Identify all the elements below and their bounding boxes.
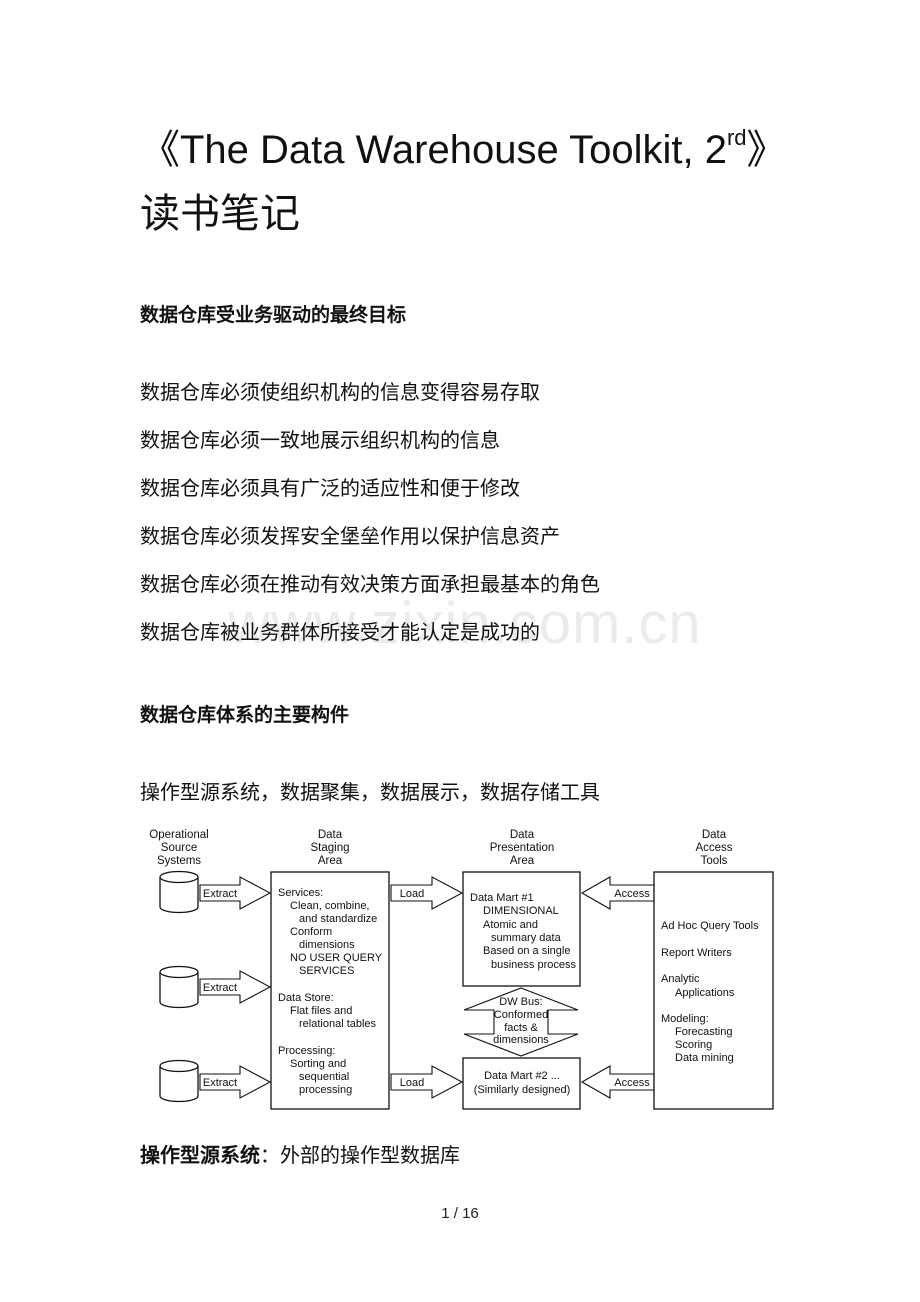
goal-item: 数据仓库必须发挥安全堡垒作用以保护信息资产	[140, 524, 560, 548]
staging-line: and standardize	[299, 913, 377, 925]
mart1-line: Atomic and	[483, 919, 538, 931]
section-heading-components: 数据仓库体系的主要构件	[140, 704, 350, 726]
staging-line: NO USER QUERY	[290, 952, 383, 964]
staging-line: SERVICES	[299, 965, 354, 977]
staging-line: Clean, combine,	[290, 900, 370, 912]
bus-line: Conformed	[494, 1009, 548, 1021]
header-source-3: Systems	[157, 855, 201, 867]
title-main: 《The Data Warehouse Toolkit, 2	[140, 128, 727, 172]
title-tail: 》读书笔记	[140, 128, 787, 236]
definition-colon: ：	[260, 1143, 280, 1167]
header-staging-1: Data	[318, 829, 343, 841]
header-source-2: Source	[161, 842, 197, 854]
data-mart-1-box	[462, 871, 581, 987]
section-heading-goals: 数据仓库受业务驱动的最终目标	[140, 304, 407, 326]
mart1-line: summary data	[491, 932, 562, 944]
extract-label: Extract	[203, 982, 237, 994]
title-superscript: rd	[726, 125, 747, 150]
extract-arrow: Extract	[199, 970, 272, 1004]
header-source-1: Operational	[149, 829, 208, 841]
architecture-diagram: Operational Source Systems Data Staging …	[149, 829, 774, 1110]
mart1-line: DIMENSIONAL	[483, 905, 559, 917]
goal-item: 数据仓库必须一致地展示组织机构的信息	[140, 428, 500, 452]
header-staging-2: Staging	[310, 842, 349, 854]
staging-line: Processing:	[278, 1045, 335, 1057]
tools-line: Report Writers	[661, 947, 732, 959]
staging-line: sequential	[299, 1071, 349, 1083]
access-label: Access	[614, 1077, 650, 1089]
staging-line: Flat files and	[290, 1005, 352, 1017]
total-pages: 16	[462, 1205, 479, 1222]
definition-line: 操作型源系统：外部的操作型数据库	[140, 1139, 460, 1168]
mart1-line: Based on a single	[483, 945, 570, 957]
bus-line: dimensions	[493, 1034, 549, 1046]
staging-line: Data Store:	[278, 992, 334, 1004]
header-presentation-1: Data	[510, 829, 535, 841]
definition-term: 操作型源系统	[140, 1143, 260, 1167]
dw-bus-arrow: DW Bus: Conformed facts & dimensions	[463, 987, 579, 1057]
staging-line: relational tables	[299, 1018, 377, 1030]
page-separator: /	[449, 1205, 463, 1222]
staging-line: Services:	[278, 887, 323, 899]
header-tools-3: Tools	[701, 855, 728, 867]
tools-line: Applications	[675, 987, 735, 999]
mart2-line: (Similarly designed)	[474, 1084, 571, 1096]
extract-label: Extract	[203, 888, 237, 900]
extract-arrow: Extract	[199, 876, 272, 910]
goal-item: 数据仓库必须使组织机构的信息变得容易存取	[140, 380, 540, 404]
extract-arrow: Extract	[199, 1065, 272, 1099]
goal-item: 数据仓库被业务群体所接受才能认定是成功的	[140, 620, 540, 644]
goal-item: 数据仓库必须在推动有效决策方面承担最基本的角色	[140, 572, 600, 596]
access-arrow: Access	[580, 876, 655, 910]
database-icon	[159, 870, 199, 914]
header-tools-1: Data	[702, 829, 727, 841]
tools-line: Ad Hoc Query Tools	[661, 920, 759, 932]
header-presentation-2: Presentation	[490, 842, 555, 854]
bus-line: facts &	[504, 1022, 538, 1034]
components-line: 操作型源系统，数据聚集，数据展示，数据存储工具	[140, 780, 600, 804]
load-arrow: Load	[390, 876, 464, 910]
staging-text: Services: Clean, combine, and standardiz…	[278, 887, 383, 1096]
load-label: Load	[400, 1077, 424, 1089]
tools-line: Scoring	[675, 1039, 712, 1051]
access-tools-box	[653, 871, 774, 1110]
data-mart-2-box	[462, 1057, 581, 1110]
extract-label: Extract	[203, 1077, 237, 1089]
tools-line: Modeling:	[661, 1013, 709, 1025]
bus-line: DW Bus:	[499, 996, 542, 1008]
header-tools-2: Access	[695, 842, 732, 854]
staging-line: dimensions	[299, 939, 355, 951]
load-label: Load	[400, 888, 424, 900]
access-arrow: Access	[580, 1065, 655, 1099]
access-label: Access	[614, 888, 650, 900]
goal-item: 数据仓库必须具有广泛的适应性和便于修改	[140, 476, 520, 500]
staging-area-box	[270, 871, 390, 1110]
database-icon	[159, 965, 199, 1009]
tools-line: Data mining	[675, 1052, 734, 1064]
definition-text: 外部的操作型数据库	[280, 1143, 460, 1167]
mart1-line: business process	[491, 959, 576, 971]
document-title: 《The Data Warehouse Toolkit, 2rd》读书笔记	[140, 118, 820, 246]
mart2-line: Data Mart #2 ...	[484, 1070, 560, 1082]
staging-line: Conform	[290, 926, 332, 938]
staging-line: processing	[299, 1084, 352, 1096]
database-icon	[159, 1059, 199, 1103]
load-arrow: Load	[390, 1065, 464, 1099]
staging-line: Sorting and	[290, 1058, 346, 1070]
page-number: 1 / 16	[0, 1205, 920, 1222]
current-page: 1	[441, 1205, 450, 1222]
header-staging-3: Area	[318, 855, 343, 867]
data-mart-1-text: Data Mart #1 DIMENSIONAL Atomic and summ…	[470, 892, 576, 971]
mart1-line: Data Mart #1	[470, 892, 534, 904]
tools-line: Forecasting	[675, 1026, 732, 1038]
header-presentation-3: Area	[510, 855, 535, 867]
access-tools-text: Ad Hoc Query Tools Report Writers Analyt…	[661, 920, 759, 1064]
tools-line: Analytic	[661, 973, 700, 985]
